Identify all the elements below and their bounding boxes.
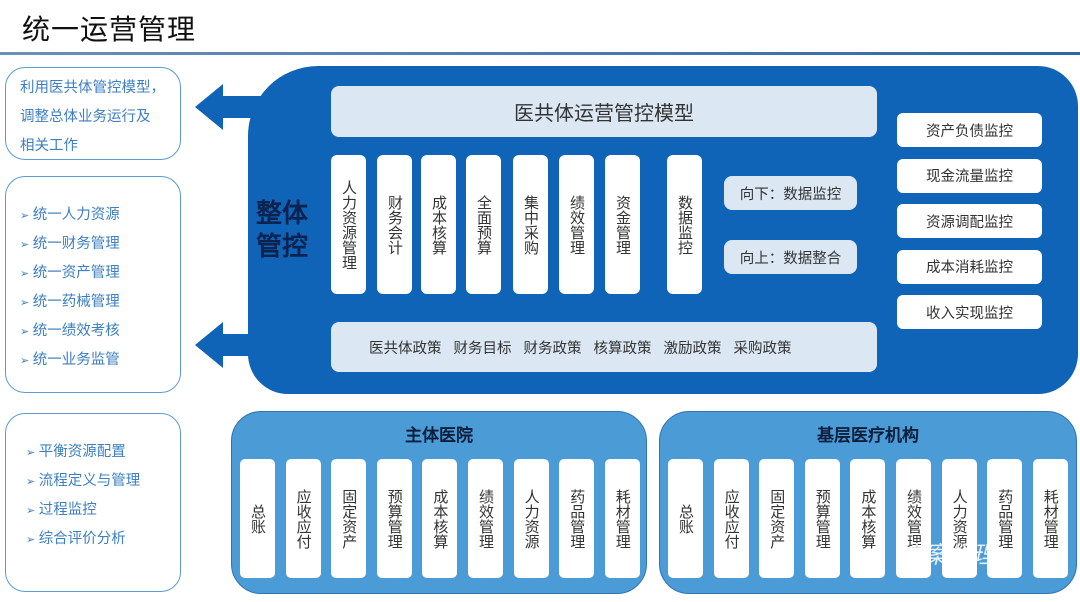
hospital-module: 应收应付 bbox=[713, 459, 749, 578]
arrow-bullet-icon: ➢ bbox=[20, 296, 33, 309]
module-box: 集中采购 bbox=[513, 155, 548, 294]
hospital-module: 人力资源 bbox=[941, 459, 977, 578]
unified-list-box: ➢ 统一人力资源➢ 统一财务管理➢ 统一资产管理➢ 统一药械管理➢ 统一绩效考核… bbox=[5, 176, 181, 393]
arrow-bullet-icon: ➢ bbox=[26, 504, 39, 517]
arrow-bullet-icon: ➢ bbox=[20, 354, 33, 367]
list-item-label: 统一药械管理 bbox=[32, 294, 120, 310]
hospital-module: 总账 bbox=[668, 459, 703, 578]
title-divider bbox=[0, 52, 1080, 55]
data-monitor-module: 数据监控 bbox=[667, 155, 702, 294]
hospital-module: 固定资产 bbox=[759, 459, 795, 578]
policy-item: 财务政策 bbox=[523, 340, 582, 357]
hospital-module: 预算管理 bbox=[804, 459, 840, 578]
list-item-label: 统一绩效考核 bbox=[32, 323, 120, 339]
list-item-label: 平衡资源配置 bbox=[38, 444, 126, 460]
arrow-left-icon bbox=[195, 322, 295, 368]
monitor-box: 资源调配监控 bbox=[897, 204, 1042, 238]
monitor-box: 现金流量监控 bbox=[897, 158, 1042, 193]
arrow-bullet-icon: ➢ bbox=[20, 238, 33, 251]
model-title: 医共体运营管控模型 bbox=[331, 86, 877, 137]
list-item-label: 统一资产管理 bbox=[32, 265, 120, 281]
list-item: ➢ 统一人力资源 bbox=[20, 201, 180, 230]
hospital-module: 成本核算 bbox=[850, 459, 886, 578]
main-hospital-panel: 主体医院总账应收应付固定资产预算管理成本核算绩效管理人力资源药品管理耗材管理 bbox=[231, 411, 647, 594]
list-item: ➢ 过程监控 bbox=[26, 496, 180, 525]
down-data-monitor: 向下：数据监控 bbox=[724, 176, 857, 210]
policy-item: 医共体政策 bbox=[369, 340, 442, 357]
hospital-module: 耗材管理 bbox=[604, 459, 640, 578]
hospital-module: 成本核算 bbox=[422, 459, 458, 578]
hospital-module: 绩效管理 bbox=[896, 459, 931, 578]
list-item-label: 综合评价分析 bbox=[38, 531, 126, 547]
module-box: 全面预算 bbox=[466, 155, 501, 294]
policy-item: 财务目标 bbox=[453, 340, 512, 357]
monitor-box: 收入实现监控 bbox=[897, 295, 1042, 329]
intro-line: 调整总体业务运行及 bbox=[20, 109, 151, 125]
list-item: ➢ 综合评价分析 bbox=[26, 525, 180, 554]
intro-line: 利用医共体管控模型， bbox=[20, 80, 165, 96]
intro-box: 利用医共体管控模型， 调整总体业务运行及 相关工作 bbox=[5, 67, 181, 160]
list-item: ➢ 统一业务监管 bbox=[20, 346, 180, 375]
arrow-left-icon bbox=[195, 84, 295, 130]
list-item: ➢ 统一绩效考核 bbox=[20, 317, 180, 346]
list-item-label: 流程定义与管理 bbox=[38, 473, 141, 489]
hospital-module: 药品管理 bbox=[559, 459, 595, 578]
hospital-module: 耗材管理 bbox=[1032, 459, 1068, 578]
list-item: ➢ 统一财务管理 bbox=[20, 230, 180, 259]
overall-control-label: 整体管控 bbox=[255, 199, 308, 262]
hospital-module: 人力资源 bbox=[513, 459, 549, 578]
hospital-module: 固定资产 bbox=[331, 459, 367, 578]
up-data-integration: 向上：数据整合 bbox=[724, 240, 857, 274]
list-item: ➢ 平衡资源配置 bbox=[26, 438, 180, 467]
policy-item: 激励政策 bbox=[663, 340, 722, 357]
arrow-bullet-icon: ➢ bbox=[20, 209, 33, 222]
arrow-bullet-icon: ➢ bbox=[20, 267, 33, 280]
list-item: ➢ 流程定义与管理 bbox=[26, 467, 180, 496]
list-item-label: 统一财务管理 bbox=[32, 236, 120, 252]
list-item: ➢ 统一药械管理 bbox=[20, 288, 180, 317]
policy-item: 核算政策 bbox=[593, 340, 652, 357]
watermark: 方案经理 bbox=[900, 541, 996, 569]
hospital-module: 药品管理 bbox=[987, 459, 1023, 578]
panel-title: 主体医院 bbox=[405, 426, 473, 446]
module-box: 成本核算 bbox=[421, 155, 456, 294]
arrow-bullet-icon: ➢ bbox=[26, 446, 39, 459]
hospital-module: 绩效管理 bbox=[468, 459, 503, 578]
arrow-bullet-icon: ➢ bbox=[26, 533, 39, 546]
policy-item: 采购政策 bbox=[733, 340, 792, 357]
monitor-box: 资产负债监控 bbox=[897, 113, 1042, 147]
hospital-module: 总账 bbox=[240, 459, 275, 578]
page-title: 统一运营管理 bbox=[22, 13, 197, 46]
module-box: 人力资源管理 bbox=[331, 155, 366, 294]
list-item: ➢ 统一资产管理 bbox=[20, 259, 180, 288]
process-list-box: ➢ 平衡资源配置➢ 流程定义与管理➢ 过程监控➢ 综合评价分析 bbox=[5, 413, 181, 592]
hospital-module: 应收应付 bbox=[285, 459, 321, 578]
policy-bar: 医共体政策财务目标财务政策核算政策激励政策采购政策 bbox=[331, 322, 877, 372]
module-box: 绩效管理 bbox=[559, 155, 594, 294]
list-item-label: 统一业务监管 bbox=[32, 352, 120, 368]
module-box: 资金管理 bbox=[605, 155, 640, 294]
hospital-module: 预算管理 bbox=[376, 459, 412, 578]
monitor-box: 成本消耗监控 bbox=[897, 249, 1042, 284]
arrow-bullet-icon: ➢ bbox=[20, 325, 33, 338]
arrow-bullet-icon: ➢ bbox=[26, 475, 39, 488]
intro-line: 相关工作 bbox=[20, 138, 78, 154]
panel-title: 基层医疗机构 bbox=[817, 426, 919, 446]
module-box: 财务会计 bbox=[377, 155, 412, 294]
primary-care-panel: 基层医疗机构总账应收应付固定资产预算管理成本核算绩效管理人力资源药品管理耗材管理 bbox=[659, 411, 1077, 594]
list-item-label: 过程监控 bbox=[38, 502, 97, 518]
list-item-label: 统一人力资源 bbox=[32, 207, 120, 223]
